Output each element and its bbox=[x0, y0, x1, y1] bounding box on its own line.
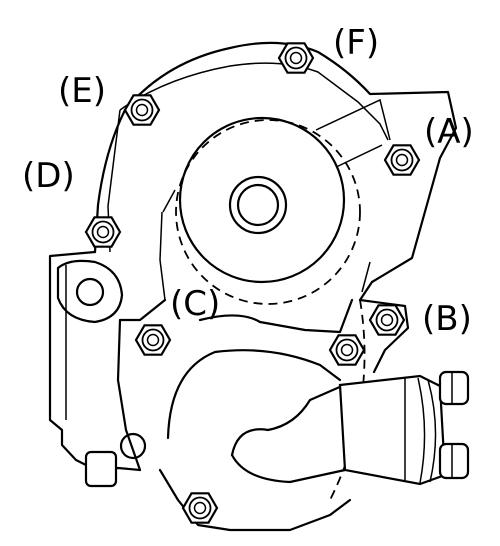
pulley-hub bbox=[175, 116, 361, 305]
bolt-f bbox=[277, 42, 315, 74]
label-b: (B) bbox=[422, 299, 472, 339]
bolt-b2 bbox=[328, 334, 366, 366]
bolt-d bbox=[84, 216, 122, 248]
bottom-fitting bbox=[84, 432, 147, 488]
label-c: (C) bbox=[170, 284, 220, 324]
outlet-housing bbox=[116, 298, 366, 501]
bolt-b bbox=[368, 304, 406, 336]
label-f: (F) bbox=[333, 23, 379, 63]
label-e: (E) bbox=[58, 71, 106, 111]
bolt-bottom bbox=[181, 492, 219, 524]
label-d: (D) bbox=[22, 156, 75, 196]
left-boss bbox=[56, 259, 124, 420]
housing-ribs bbox=[159, 98, 391, 301]
label-a: (A) bbox=[424, 112, 474, 152]
bolt-e bbox=[123, 94, 161, 126]
outlet-pipe bbox=[338, 370, 470, 486]
bolt-c bbox=[134, 324, 172, 356]
bolt-a bbox=[383, 144, 421, 176]
